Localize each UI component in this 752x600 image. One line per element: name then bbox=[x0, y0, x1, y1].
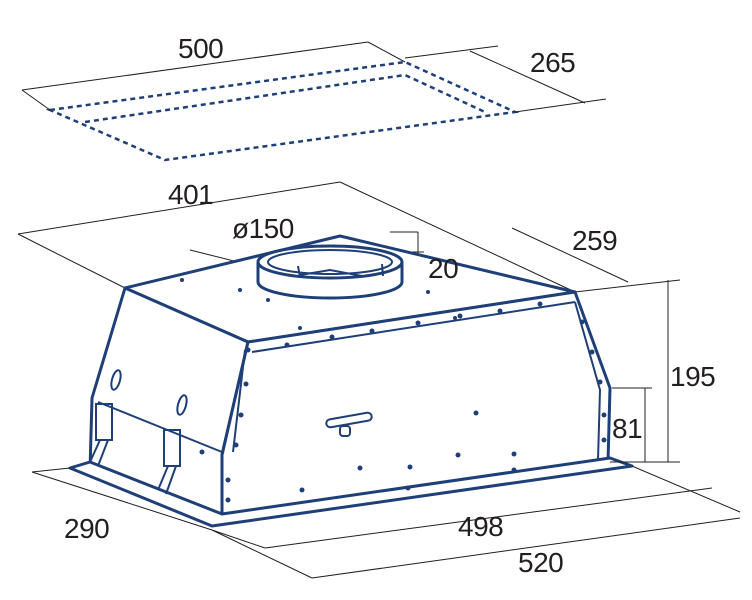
cutout-width-label: 500 bbox=[178, 33, 223, 64]
top-width-label: 401 bbox=[168, 179, 213, 210]
duct-collar bbox=[256, 244, 404, 300]
base-depth-label: 290 bbox=[64, 513, 109, 544]
cutout-dimension-lines bbox=[21, 41, 607, 113]
base-outer-width-label: 520 bbox=[518, 547, 563, 578]
screw-holes bbox=[180, 278, 607, 503]
base-inner-width-label: 498 bbox=[458, 511, 503, 542]
bottom-dimension-lines bbox=[31, 465, 741, 579]
duct-diameter-label: ø150 bbox=[232, 213, 294, 244]
right-dimension-lines bbox=[610, 280, 680, 463]
cutout-inner-edge bbox=[84, 73, 486, 124]
cutout-depth-label: 265 bbox=[530, 47, 575, 78]
lower-height-label: 81 bbox=[612, 413, 642, 444]
mounting-brackets bbox=[89, 369, 188, 495]
top-depth-label: 259 bbox=[572, 225, 617, 256]
front-handle bbox=[325, 411, 373, 437]
collar-height-label: 20 bbox=[428, 253, 458, 284]
total-height-label: 195 bbox=[670, 361, 715, 392]
